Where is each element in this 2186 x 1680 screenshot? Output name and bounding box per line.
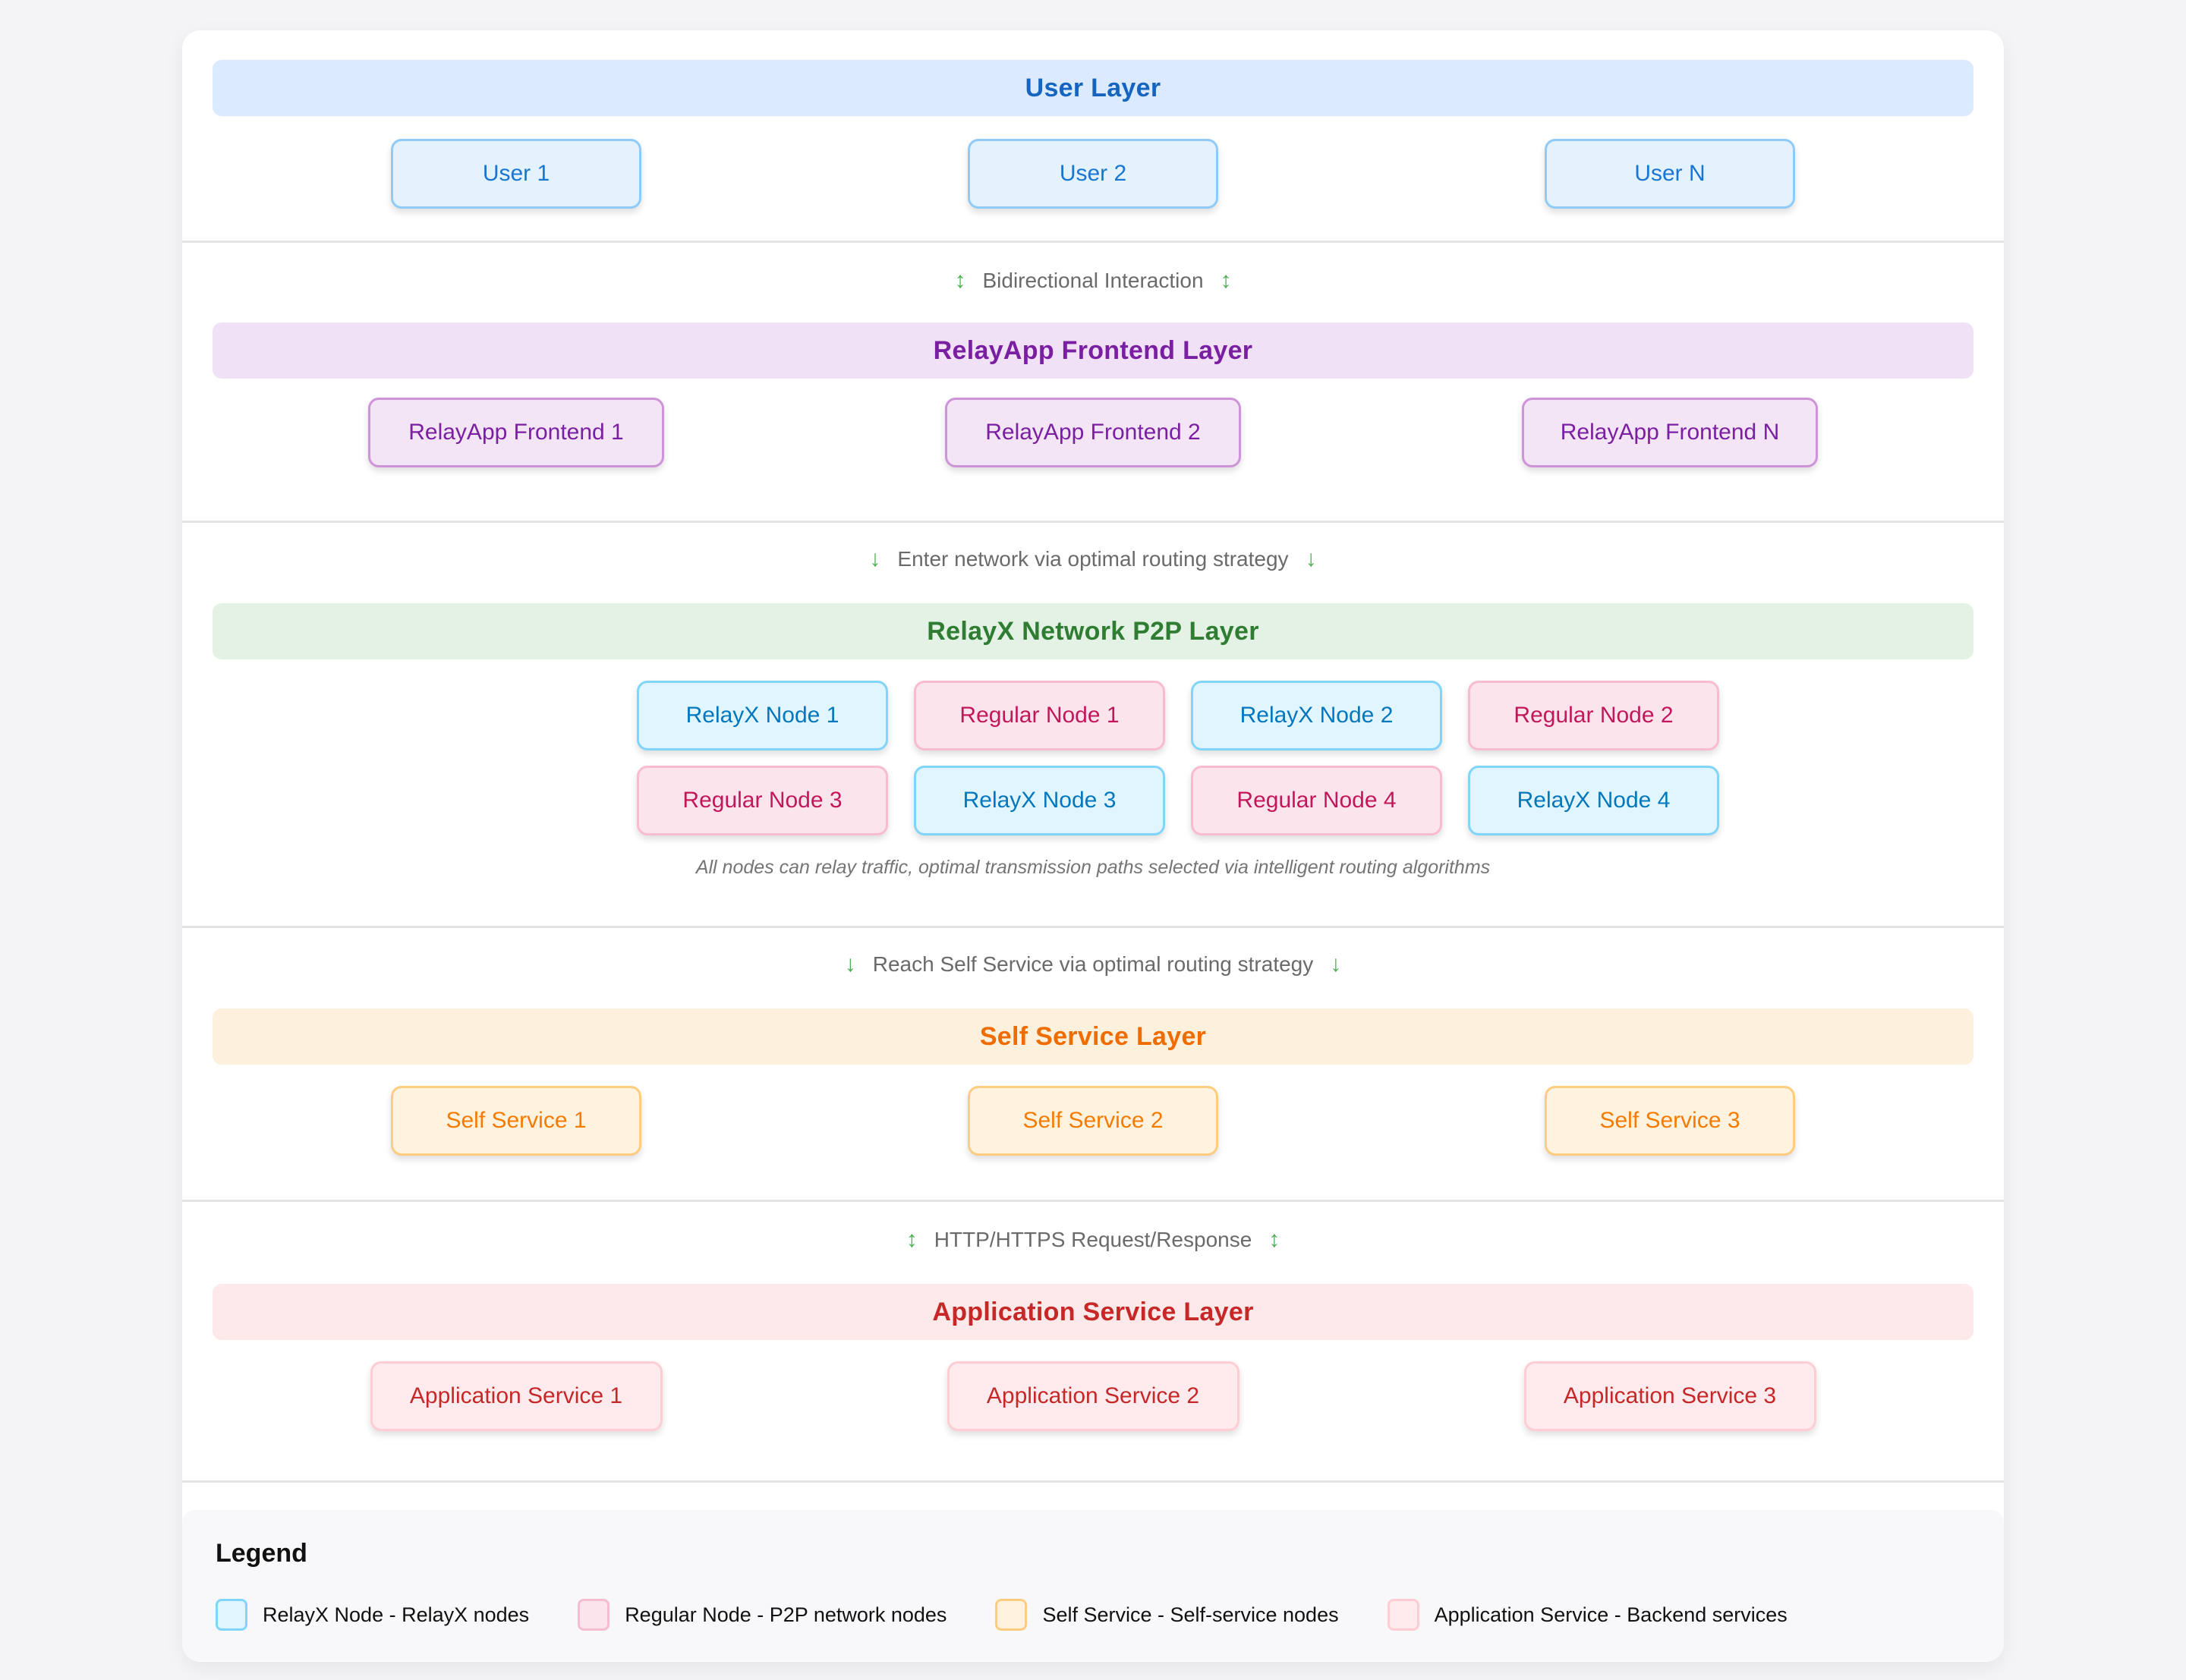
app-service-swatch-icon xyxy=(1387,1599,1419,1631)
p2p-note: All nodes can relay traffic, optimal tra… xyxy=(695,857,1491,878)
app-service-layer-title: Application Service Layer xyxy=(932,1297,1254,1326)
up-down-arrow-icon: ↕ xyxy=(954,268,966,293)
down-arrow-icon: ↓ xyxy=(1305,546,1317,571)
user-n-node: User N xyxy=(1545,139,1795,209)
legend-section: Legend RelayX Node - RelayX nodes Regula… xyxy=(182,1483,2004,1661)
frontend-layer-section: ↕ Bidirectional Interaction ↕ RelayApp F… xyxy=(182,243,2004,523)
down-arrow-icon: ↓ xyxy=(1330,952,1342,977)
up-down-arrow-icon: ↕ xyxy=(1268,1227,1280,1252)
app-service-2-node: Application Service 2 xyxy=(947,1361,1239,1431)
enter-network-connector: ↓ Enter network via optimal routing stra… xyxy=(182,544,2004,574)
legend-title: Legend xyxy=(216,1539,307,1568)
self-service-2-label: Self Service 2 xyxy=(1022,1108,1164,1133)
app-service-1-label: Application Service 1 xyxy=(409,1383,623,1408)
p2p-layer-band: RelayX Network P2P Layer xyxy=(213,603,1973,659)
legend-item-regular: Regular Node - P2P network nodes xyxy=(578,1599,947,1631)
legend-label: Regular Node - P2P network nodes xyxy=(625,1603,947,1626)
legend-label: RelayX Node - RelayX nodes xyxy=(263,1603,530,1626)
app-service-layer-band: Application Service Layer xyxy=(213,1284,1973,1340)
regular-node-3: Regular Node 3 xyxy=(637,766,888,835)
http-request-response-connector: ↕ HTTP/HTTPS Request/Response ↕ xyxy=(182,1225,2004,1255)
self-service-1-label: Self Service 1 xyxy=(446,1108,587,1133)
app-service-2-label: Application Service 2 xyxy=(986,1383,1200,1408)
frontend-layer-band: RelayApp Frontend Layer xyxy=(213,322,1973,379)
self-service-layer-title: Self Service Layer xyxy=(979,1021,1207,1051)
self-service-swatch-icon xyxy=(995,1599,1028,1631)
legend-item-relayx: RelayX Node - RelayX nodes xyxy=(216,1599,529,1631)
up-down-arrow-icon: ↕ xyxy=(906,1227,918,1252)
relayx-node-2: RelayX Node 2 xyxy=(1191,681,1442,750)
regular-node-4-label: Regular Node 4 xyxy=(1236,788,1397,813)
connector-label: Enter network via optimal routing strate… xyxy=(897,547,1289,571)
frontend-n-label: RelayApp Frontend N xyxy=(1560,420,1780,445)
up-down-arrow-icon: ↕ xyxy=(1220,268,1232,293)
relayx-node-2-label: RelayX Node 2 xyxy=(1239,703,1394,728)
regular-node-3-label: Regular Node 3 xyxy=(682,788,843,813)
user-2-node: User 2 xyxy=(968,139,1218,209)
connector-label: Reach Self Service via optimal routing s… xyxy=(872,952,1314,976)
app-service-3-label: Application Service 3 xyxy=(1563,1383,1777,1408)
frontend-2-label: RelayApp Frontend 2 xyxy=(985,420,1201,445)
p2p-layer-title: RelayX Network P2P Layer xyxy=(927,616,1259,646)
legend-row: RelayX Node - RelayX nodes Regular Node … xyxy=(216,1599,1970,1631)
relayx-node-4-label: RelayX Node 4 xyxy=(1517,788,1671,813)
relayx-node-3-label: RelayX Node 3 xyxy=(962,788,1117,813)
user-node-row: User 1 User 2 User N xyxy=(182,139,2004,209)
bidirectional-interaction-connector: ↕ Bidirectional Interaction ↕ xyxy=(182,266,2004,296)
self-service-3-label: Self Service 3 xyxy=(1599,1108,1740,1133)
p2p-layer-section: ↓ Enter network via optimal routing stra… xyxy=(182,523,2004,928)
relayx-node-1-label: RelayX Node 1 xyxy=(685,703,839,728)
self-service-2-node: Self Service 2 xyxy=(968,1086,1218,1156)
regular-node-2: Regular Node 2 xyxy=(1468,681,1719,750)
frontend-node-row: RelayApp Frontend 1 RelayApp Frontend 2 … xyxy=(182,398,2004,467)
regular-node-1: Regular Node 1 xyxy=(914,681,1165,750)
app-service-3-node: Application Service 3 xyxy=(1523,1361,1816,1431)
down-arrow-icon: ↓ xyxy=(844,952,856,977)
user-1-node: User 1 xyxy=(391,139,641,209)
legend-panel: Legend RelayX Node - RelayX nodes Regula… xyxy=(182,1510,2004,1661)
legend-label: Application Service - Backend services xyxy=(1434,1603,1788,1626)
user-layer-band: User Layer xyxy=(213,60,1973,116)
user-layer-section: User Layer User 1 User 2 User N xyxy=(182,30,2004,243)
user-2-label: User 2 xyxy=(1059,161,1127,186)
regular-node-swatch-icon xyxy=(578,1599,610,1631)
frontend-1-label: RelayApp Frontend 1 xyxy=(408,420,624,445)
user-1-label: User 1 xyxy=(482,161,550,186)
self-service-layer-section: ↓ Reach Self Service via optimal routing… xyxy=(182,928,2004,1202)
frontend-layer-title: RelayApp Frontend Layer xyxy=(933,335,1253,365)
relayx-node-3: RelayX Node 3 xyxy=(914,766,1165,835)
legend-item-app-service: Application Service - Backend services xyxy=(1387,1599,1788,1631)
self-service-1-node: Self Service 1 xyxy=(391,1086,641,1156)
relayx-node-1: RelayX Node 1 xyxy=(637,681,888,750)
reach-self-service-connector: ↓ Reach Self Service via optimal routing… xyxy=(182,949,2004,980)
down-arrow-icon: ↓ xyxy=(869,546,881,571)
legend-item-self-service: Self Service - Self-service nodes xyxy=(995,1599,1339,1631)
user-layer-title: User Layer xyxy=(1025,73,1161,102)
frontend-2-node: RelayApp Frontend 2 xyxy=(945,398,1241,467)
relayx-node-swatch-icon xyxy=(216,1599,247,1631)
relayx-node-4: RelayX Node 4 xyxy=(1468,766,1719,835)
diagram-card: User Layer User 1 User 2 User N ↕ Bidire… xyxy=(182,30,2004,1662)
regular-node-2-label: Regular Node 2 xyxy=(1514,703,1674,728)
legend-label: Self Service - Self-service nodes xyxy=(1042,1603,1339,1626)
app-service-layer-section: ↕ HTTP/HTTPS Request/Response ↕ Applicat… xyxy=(182,1202,2004,1483)
frontend-n-node: RelayApp Frontend N xyxy=(1522,398,1818,467)
regular-node-1-label: Regular Node 1 xyxy=(959,703,1120,728)
frontend-1-node: RelayApp Frontend 1 xyxy=(368,398,664,467)
p2p-node-row-2: Regular Node 3 RelayX Node 3 Regular Nod… xyxy=(267,766,2004,835)
app-service-node-row: Application Service 1 Application Servic… xyxy=(182,1361,2004,1431)
app-service-1-node: Application Service 1 xyxy=(370,1361,663,1431)
self-service-3-node: Self Service 3 xyxy=(1545,1086,1795,1156)
self-service-layer-band: Self Service Layer xyxy=(213,1008,1973,1065)
connector-label: Bidirectional Interaction xyxy=(982,269,1204,292)
self-service-node-row: Self Service 1 Self Service 2 Self Servi… xyxy=(182,1086,2004,1156)
regular-node-4: Regular Node 4 xyxy=(1191,766,1442,835)
p2p-node-row-1: RelayX Node 1 Regular Node 1 RelayX Node… xyxy=(267,681,2004,750)
connector-label: HTTP/HTTPS Request/Response xyxy=(934,1228,1252,1251)
user-n-label: User N xyxy=(1634,161,1706,186)
